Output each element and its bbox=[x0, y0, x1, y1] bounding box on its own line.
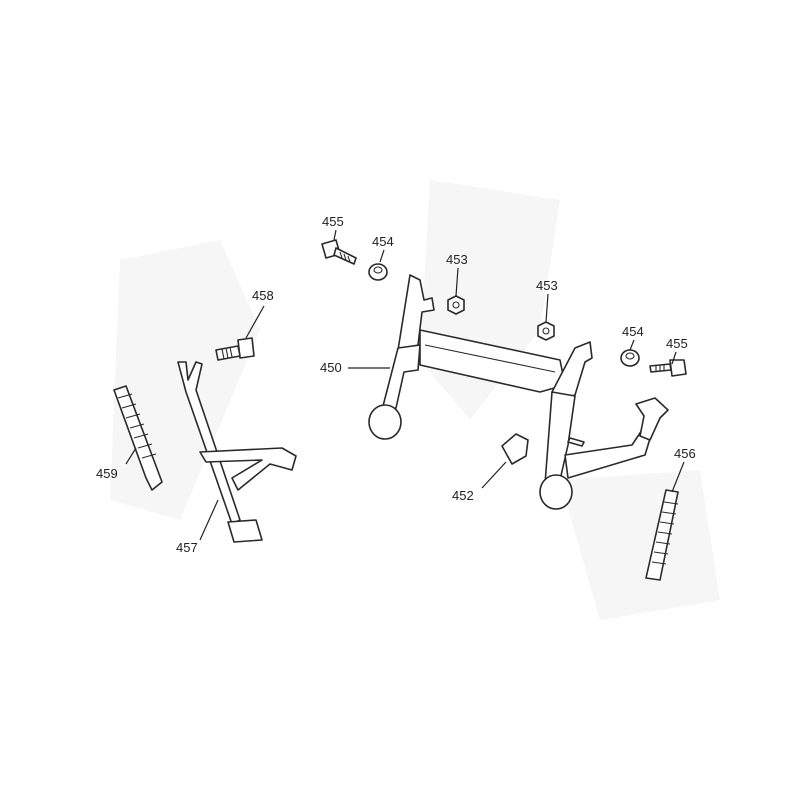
callout-457: 457 bbox=[176, 540, 198, 555]
bolt-455-left bbox=[321, 239, 357, 265]
callout-454-right: 454 bbox=[622, 324, 644, 339]
nut-453-left bbox=[447, 295, 465, 315]
callout-labels: 455 454 453 453 454 455 458 450 459 452 … bbox=[96, 214, 696, 555]
rubber-stop-452 bbox=[501, 433, 529, 465]
washer-454-left bbox=[368, 263, 388, 281]
callout-458: 458 bbox=[252, 288, 274, 303]
callout-453-left: 453 bbox=[446, 252, 468, 267]
callout-455-left: 455 bbox=[322, 214, 344, 229]
callout-456: 456 bbox=[674, 446, 696, 461]
washer-454-right bbox=[620, 349, 640, 367]
center-stand-450 bbox=[368, 274, 669, 510]
side-stand-457 bbox=[177, 361, 297, 543]
callout-453-right: 453 bbox=[536, 278, 558, 293]
nut-453-right bbox=[537, 321, 555, 341]
leader-lines bbox=[125, 229, 685, 541]
bolt-458 bbox=[215, 337, 255, 361]
callout-459: 459 bbox=[96, 466, 118, 481]
callout-450: 450 bbox=[320, 360, 342, 375]
spring-459 bbox=[113, 385, 163, 491]
callout-455-right: 455 bbox=[666, 336, 688, 351]
callout-452: 452 bbox=[452, 488, 474, 503]
bolt-455-right bbox=[649, 359, 687, 377]
callout-454-left: 454 bbox=[372, 234, 394, 249]
watermark bbox=[110, 180, 720, 620]
spring-456 bbox=[645, 489, 679, 581]
